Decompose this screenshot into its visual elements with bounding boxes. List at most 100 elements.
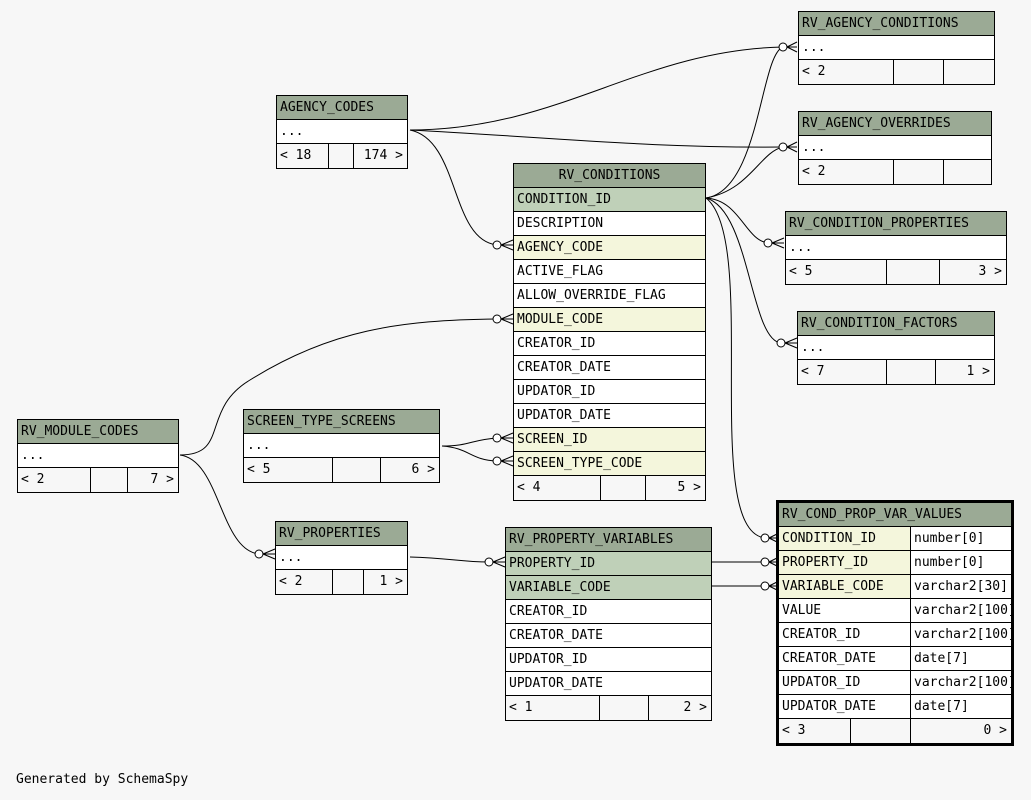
table-ellipsis: ... — [798, 336, 994, 360]
table-title[interactable]: RV_AGENCY_OVERRIDES — [799, 112, 991, 136]
children-count[interactable] — [944, 60, 994, 84]
column-creator-id[interactable]: CREATOR_ID — [514, 332, 705, 356]
footer-spacer — [91, 468, 128, 492]
parents-count[interactable]: < 4 — [514, 476, 601, 500]
table-agency-codes[interactable]: AGENCY_CODES ... < 18 174 > — [276, 95, 408, 169]
footer-spacer — [894, 60, 944, 84]
parents-count[interactable]: < 1 — [506, 696, 600, 720]
table-rv-agency-overrides[interactable]: RV_AGENCY_OVERRIDES ... < 2 — [798, 111, 992, 185]
children-count[interactable] — [944, 160, 991, 184]
table-ellipsis: ... — [277, 120, 407, 144]
table-ellipsis: ... — [799, 36, 994, 60]
column-name: VARIABLE_CODE — [779, 575, 911, 598]
table-ellipsis: ... — [786, 236, 1006, 260]
column-creator-date[interactable]: CREATOR_DATE — [506, 624, 711, 648]
parents-count[interactable]: < 2 — [276, 570, 333, 594]
footer-spacer — [333, 570, 364, 594]
children-count[interactable]: 1 > — [379, 574, 403, 589]
table-title[interactable]: RV_COND_PROP_VAR_VALUES — [779, 503, 1011, 527]
table-screen-type-screens[interactable]: SCREEN_TYPE_SCREENS ... < 5 6 > — [243, 409, 440, 483]
column-screen-id[interactable]: SCREEN_ID — [514, 428, 705, 452]
table-footer: < 5 6 > — [244, 458, 439, 482]
footer-spacer — [601, 476, 646, 500]
column-updator-id[interactable]: UPDATOR_ID — [514, 380, 705, 404]
table-footer: < 7 1 > — [798, 360, 994, 384]
table-title[interactable]: RV_PROPERTIES — [276, 522, 407, 546]
children-count[interactable]: 174 > — [363, 148, 403, 163]
children-count[interactable]: 6 > — [411, 462, 435, 477]
parents-count[interactable]: < 5 — [786, 260, 887, 284]
table-title[interactable]: RV_CONDITIONS — [514, 164, 705, 188]
column-variable-code[interactable]: VARIABLE_CODE — [506, 576, 711, 600]
parents-count[interactable]: < 2 — [18, 468, 91, 492]
table-footer: < 2 1 > — [276, 570, 407, 594]
parents-count[interactable]: < 2 — [799, 160, 894, 184]
column-updator-date[interactable]: UPDATOR_DATE — [514, 404, 705, 428]
edge-conditions-agency-conditions — [705, 46, 784, 199]
table-title[interactable]: RV_MODULE_CODES — [18, 420, 178, 444]
table-footer: < 2 7 > — [18, 468, 178, 492]
children-count[interactable]: 0 > — [983, 723, 1007, 738]
column-allow-override-flag[interactable]: ALLOW_OVERRIDE_FLAG — [514, 284, 705, 308]
column-type: varchar2[100] — [914, 627, 1011, 642]
parents-count[interactable]: < 3 — [779, 719, 851, 743]
column-updator-id[interactable]: UPDATOR_ID — [506, 648, 711, 672]
parents-count[interactable]: < 18 — [277, 144, 329, 168]
column-name: CONDITION_ID — [779, 527, 911, 550]
table-title[interactable]: RV_CONDITION_FACTORS — [798, 312, 994, 336]
table-rv-condition-factors[interactable]: RV_CONDITION_FACTORS ... < 7 1 > — [797, 311, 995, 385]
column-agency-code[interactable]: AGENCY_CODE — [514, 236, 705, 260]
table-rv-property-variables[interactable]: RV_PROPERTY_VARIABLES PROPERTY_ID VARIAB… — [505, 527, 712, 721]
parents-count[interactable]: < 5 — [244, 458, 333, 482]
parents-count[interactable]: < 7 — [798, 360, 887, 384]
footer-spacer — [329, 144, 354, 168]
table-title[interactable]: RV_PROPERTY_VARIABLES — [506, 528, 711, 552]
column-type: varchar2[30] — [914, 579, 1008, 594]
column-active-flag[interactable]: ACTIVE_FLAG — [514, 260, 705, 284]
table-title[interactable]: AGENCY_CODES — [277, 96, 407, 120]
column-name: VALUE — [779, 599, 911, 622]
column-property-id[interactable]: PROPERTY_ID — [506, 552, 711, 576]
edge-conditions-condition-factors — [705, 197, 782, 344]
children-count[interactable]: 2 > — [683, 700, 707, 715]
column-type: number[0] — [914, 555, 985, 570]
table-rv-agency-conditions[interactable]: RV_AGENCY_CONDITIONS ... < 2 — [798, 11, 995, 85]
table-rv-properties[interactable]: RV_PROPERTIES ... < 2 1 > — [275, 521, 408, 595]
table-title[interactable]: SCREEN_TYPE_SCREENS — [244, 410, 439, 434]
edge-agency-codes-agency-overrides — [409, 129, 784, 148]
table-rv-condition-properties[interactable]: RV_CONDITION_PROPERTIES ... < 5 3 > — [785, 211, 1007, 285]
footer-spacer — [894, 160, 944, 184]
column-creator-date[interactable]: CREATOR_DATE — [514, 356, 705, 380]
column-description[interactable]: DESCRIPTION — [514, 212, 705, 236]
edge-conditions-agency-overrides — [705, 146, 784, 199]
table-rv-conditions[interactable]: RV_CONDITIONS CONDITION_ID DESCRIPTION A… — [513, 163, 706, 501]
column-condition-id[interactable]: CONDITION_ID — [514, 188, 705, 212]
children-count[interactable]: 5 > — [677, 480, 701, 495]
column-screen-type-code[interactable]: SCREEN_TYPE_CODE — [514, 452, 705, 476]
children-count[interactable]: 7 > — [150, 472, 174, 487]
parents-count[interactable]: < 2 — [799, 60, 894, 84]
children-count[interactable]: 3 > — [978, 264, 1002, 279]
children-count[interactable]: 1 > — [966, 364, 990, 379]
footer-spacer — [333, 458, 381, 482]
table-title[interactable]: RV_CONDITION_PROPERTIES — [786, 212, 1006, 236]
column-creator-id[interactable]: CREATOR_ID — [506, 600, 711, 624]
table-rv-module-codes[interactable]: RV_MODULE_CODES ... < 2 7 > — [17, 419, 179, 493]
column-name: PROPERTY_ID — [779, 551, 911, 574]
column-module-code[interactable]: MODULE_CODE — [514, 308, 705, 332]
table-footer: < 1 2 > — [506, 696, 711, 720]
column-updator-date[interactable]: UPDATOR_DATE — [506, 672, 711, 696]
table-footer: < 5 3 > — [786, 260, 1006, 284]
table-title[interactable]: RV_AGENCY_CONDITIONS — [799, 12, 994, 36]
edge-agency-codes-conditions — [409, 129, 498, 246]
